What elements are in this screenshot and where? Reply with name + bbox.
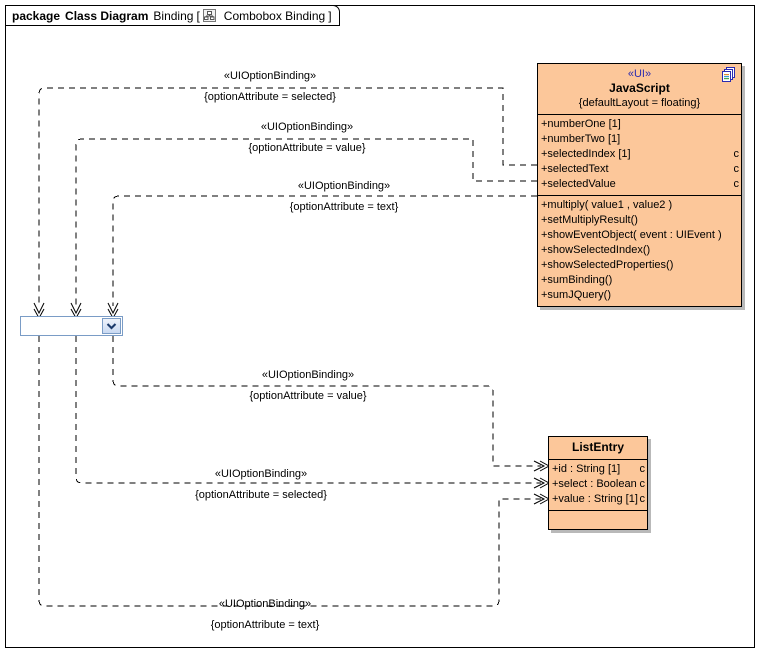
attribute-row[interactable]: +value : String [1] c (549, 492, 647, 507)
connector-stereotype: «UIOptionBinding» (218, 598, 312, 610)
package-bracket-close: ] (328, 8, 332, 23)
attribute-tail: c (733, 148, 740, 160)
connector-stereotype: «UIOptionBinding» (260, 121, 354, 133)
class-diagram-icon (202, 9, 216, 22)
package-keyword: package (12, 8, 61, 23)
connector-property: {optionAttribute = text} (210, 619, 320, 631)
attribute-text: +selectedValue (541, 178, 616, 190)
operation-row[interactable]: +sumJQuery() (541, 289, 611, 301)
attribute-row[interactable]: +id : String [1] c (549, 462, 647, 477)
attribute-tail: c (733, 178, 740, 190)
class-javascript[interactable]: «UI» JavaScript {defaultLayout = floatin… (537, 63, 742, 307)
combobox-widget[interactable] (20, 316, 123, 336)
operation-row[interactable]: +showSelectedProperties() (541, 259, 674, 271)
connector-label-bind-bottom-3: «UIOptionBinding» {optionAttribute = tex… (155, 597, 375, 632)
attribute-row[interactable]: +select : Boolean c (549, 477, 647, 492)
package-bracket-open: [ (196, 8, 200, 23)
combobox-dropdown-button[interactable] (102, 318, 121, 334)
connector-label-bind-bottom-1: «UIOptionBinding» {optionAttribute = val… (198, 368, 418, 403)
package-diagram-type: Class Diagram (65, 8, 149, 23)
connector-property: {optionAttribute = selected} (195, 489, 327, 501)
operations-compartment (549, 510, 647, 529)
operations-compartment: +multiply( value1 , value2 ) +setMultipl… (538, 195, 741, 306)
connector-label-bind-bottom-2: «UIOptionBinding» {optionAttribute = sel… (151, 467, 371, 502)
class-listentry[interactable]: ListEntry +id : String [1] c +select : B… (548, 436, 648, 530)
attribute-tail: c (639, 493, 646, 505)
attribute-text: +value : String [1] (552, 493, 638, 505)
connector-stereotype: «UIOptionBinding» (297, 180, 391, 192)
connector-stereotype: «UIOptionBinding» (261, 369, 355, 381)
attribute-text: +numberTwo [1] (541, 133, 621, 145)
attribute-text: +id : String [1] (552, 463, 621, 475)
class-properties: {defaultLayout = floating} (578, 97, 701, 109)
attribute-text: +selectedText (541, 163, 609, 175)
attribute-row[interactable]: +numberOne [1] (538, 117, 741, 132)
connector-property: {optionAttribute = selected} (204, 91, 336, 103)
attribute-text: +selectedIndex [1] (541, 148, 631, 160)
connector-property: {optionAttribute = value} (248, 142, 366, 154)
operation-row[interactable]: +showSelectedIndex() (541, 244, 651, 256)
connector-label-bind-top-1: «UIOptionBinding» {optionAttribute = sel… (160, 69, 380, 104)
connector-stereotype: «UIOptionBinding» (223, 70, 317, 82)
attributes-compartment: +id : String [1] c +select : Boolean c +… (549, 459, 647, 510)
attributes-compartment: +numberOne [1] +numberTwo [1] +selectedI… (538, 114, 741, 195)
operation-row[interactable]: +multiply( value1 , value2 ) (541, 199, 673, 211)
attribute-text: +select : Boolean (552, 478, 637, 490)
class-name: ListEntry (571, 440, 624, 454)
attribute-row[interactable]: +numberTwo [1] (538, 132, 741, 147)
connector-label-bind-top-2: «UIOptionBinding» {optionAttribute = val… (197, 120, 417, 155)
attribute-tail: c (639, 463, 646, 475)
connector-property: {optionAttribute = text} (289, 201, 399, 213)
operation-row[interactable]: +setMultiplyResult() (541, 214, 638, 226)
package-name: Binding (153, 8, 194, 23)
connector-label-bind-top-3: «UIOptionBinding» {optionAttribute = tex… (234, 179, 454, 214)
package-header-tab: package Class Diagram Binding [ Combobox… (5, 5, 340, 26)
connector-stereotype: «UIOptionBinding» (214, 468, 308, 480)
attribute-tail: c (733, 163, 740, 175)
class-header: ListEntry (549, 437, 647, 459)
connector-property: {optionAttribute = value} (249, 390, 367, 402)
chevron-down-icon (106, 319, 117, 333)
package-frame-label: Combobox Binding (223, 8, 326, 23)
attribute-row[interactable]: +selectedValue c (538, 177, 741, 192)
attribute-text: +numberOne [1] (541, 118, 621, 130)
class-header: «UI» JavaScript {defaultLayout = floatin… (538, 64, 741, 114)
operation-row[interactable]: +showEventObject( event : UIEvent ) (541, 229, 722, 241)
attribute-row[interactable]: +selectedText c (538, 162, 741, 177)
artifact-icon (722, 67, 737, 85)
attribute-tail: c (639, 478, 646, 490)
attribute-row[interactable]: +selectedIndex [1] c (538, 147, 741, 162)
class-stereotype: «UI» (627, 68, 652, 80)
class-name: JavaScript (609, 81, 670, 95)
operation-row[interactable]: +sumBinding() (541, 274, 613, 286)
